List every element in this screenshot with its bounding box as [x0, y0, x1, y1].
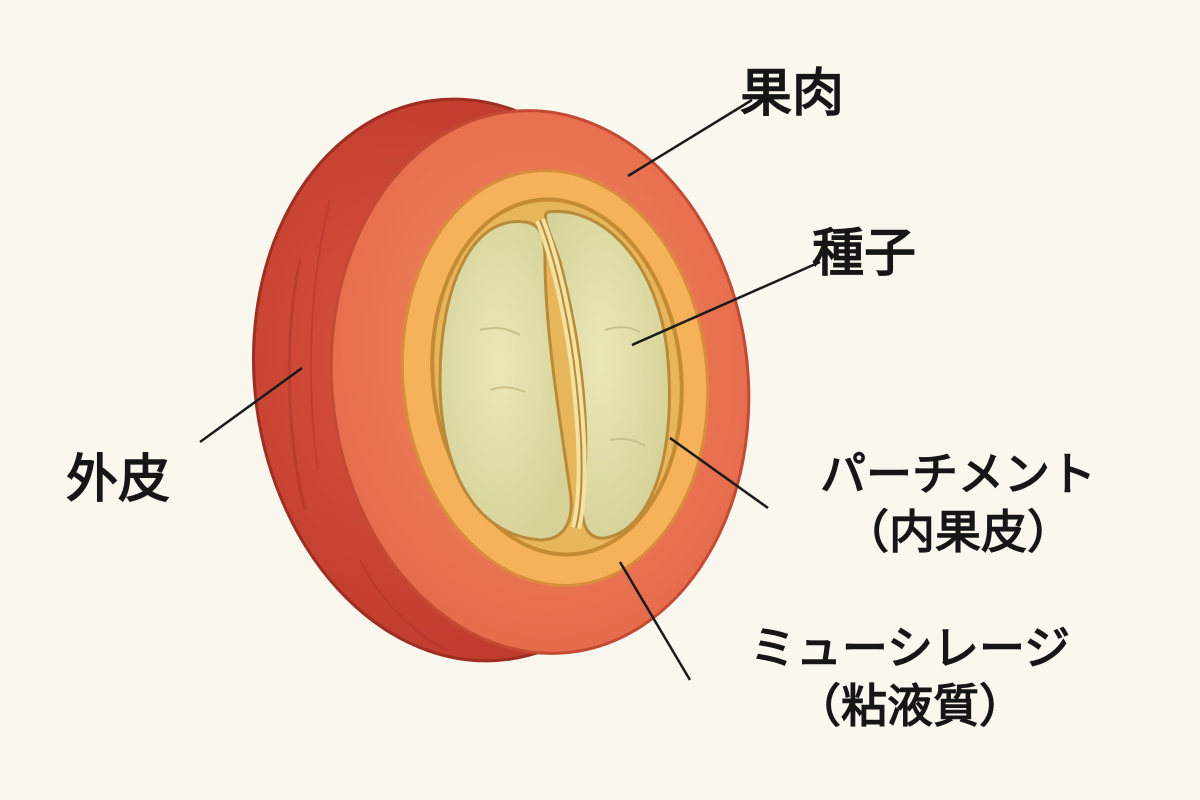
leader-line-mucilage: [618, 561, 692, 681]
leader-line-seed: [631, 260, 821, 347]
label-parchment-sub: （内果皮）: [843, 504, 1073, 559]
leader-lines: [199, 98, 821, 681]
leader-line-pulp: [627, 98, 753, 178]
seed-left-half: [438, 220, 573, 542]
label-outer-skin: 外皮: [66, 450, 171, 510]
label-parchment-main: パーチメント: [820, 447, 1096, 501]
seed: [438, 209, 671, 542]
label-mucilage: ミューシレージ （粘液質）: [700, 620, 1120, 735]
label-mucilage-sub: （粘液質）: [795, 678, 1025, 733]
label-parchment: パーチメント （内果皮）: [758, 446, 1158, 561]
label-seed: 種子: [812, 224, 917, 284]
leader-line-parchment: [669, 436, 769, 510]
label-pulp: 果肉: [740, 64, 845, 124]
label-mucilage-main: ミューシレージ: [749, 621, 1071, 675]
leader-line-outer-skin: [199, 366, 303, 444]
seed-right-half: [543, 209, 671, 540]
